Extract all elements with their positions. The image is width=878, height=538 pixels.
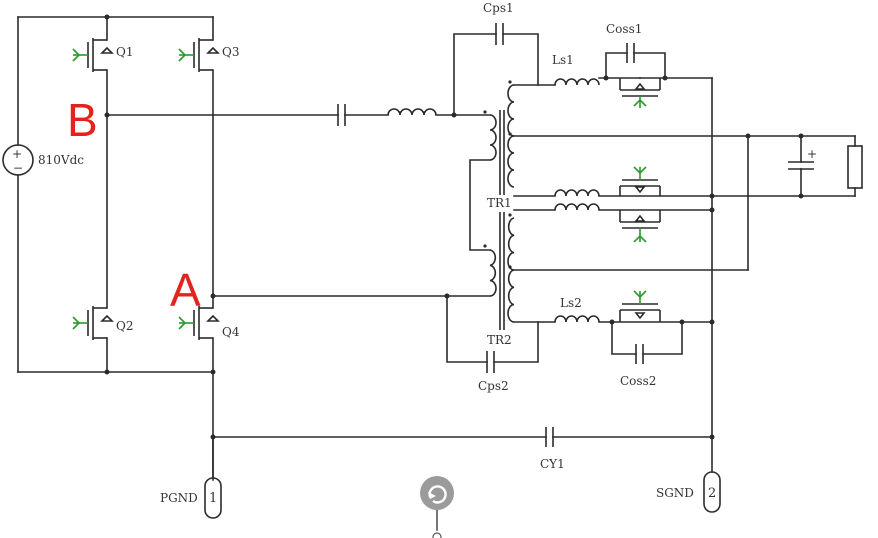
primary-interconnect [469, 159, 491, 251]
mosfet-q2 [72, 306, 114, 340]
cps2-capacitor [446, 295, 539, 373]
node-b-label: B [67, 94, 98, 146]
secondary-top-path [513, 77, 713, 197]
sgnd-label: SGND [656, 486, 694, 500]
ls1-label: Ls1 [552, 53, 574, 67]
cy1-label: CY1 [540, 457, 565, 471]
coss1-capacitor [605, 43, 666, 79]
mosfet-q3 [178, 38, 220, 72]
secondary-center-tap-2 [513, 135, 749, 271]
tr1-label: TR1 [487, 196, 512, 210]
pgnd-label: PGND [160, 491, 198, 505]
source-label: 810Vdc [38, 153, 84, 167]
coss2-label: Coss2 [620, 374, 656, 388]
svg-text:+: + [12, 147, 22, 161]
q2-label: Q2 [116, 319, 133, 333]
transformer-tr2 [483, 212, 515, 330]
node-a-label: A [170, 264, 201, 316]
cps2-label: Cps2 [478, 379, 509, 393]
svg-text:+: + [807, 147, 817, 161]
node-b-path [106, 104, 491, 126]
cps1-label: Cps1 [483, 1, 514, 15]
secondary-center-tap-1 [513, 135, 856, 197]
q3-label: Q3 [222, 45, 239, 59]
sr-mosfet-1 [619, 78, 661, 108]
secondary-bottom-path [513, 315, 713, 323]
q1-label: Q1 [116, 45, 133, 59]
transformer-tr1 [483, 80, 515, 195]
ls2-label: Ls2 [560, 296, 582, 310]
secondary-top-path-2 [513, 195, 713, 473]
svg-text:−: − [13, 161, 23, 175]
sgnd-pin: 2 [703, 471, 721, 513]
bridge-wiring [17, 16, 214, 481]
output-capacitor: + [788, 135, 817, 197]
pgnd-pin: 1 [204, 436, 222, 519]
tr2-label: TR2 [487, 333, 512, 347]
sr-mosfet-4 [619, 210, 661, 243]
mosfet-q1 [72, 38, 114, 72]
load-resistor [847, 135, 863, 197]
rotate-button[interactable] [420, 476, 454, 538]
dc-source: + − [2, 144, 34, 176]
pgnd-pin-number: 1 [209, 491, 217, 506]
coss2-capacitor [611, 321, 683, 364]
mosfet-q4 [178, 306, 220, 340]
cy1-capacitor [212, 427, 713, 447]
coss1-label: Coss1 [606, 22, 642, 36]
q4-label: Q4 [222, 325, 240, 339]
rotate-icon [428, 485, 447, 504]
cps1-capacitor [453, 23, 539, 116]
sgnd-pin-number: 2 [708, 486, 716, 501]
junction-dots [104, 14, 804, 440]
sr-mosfet-2 [619, 290, 661, 322]
sr-mosfet-3 [619, 166, 661, 196]
